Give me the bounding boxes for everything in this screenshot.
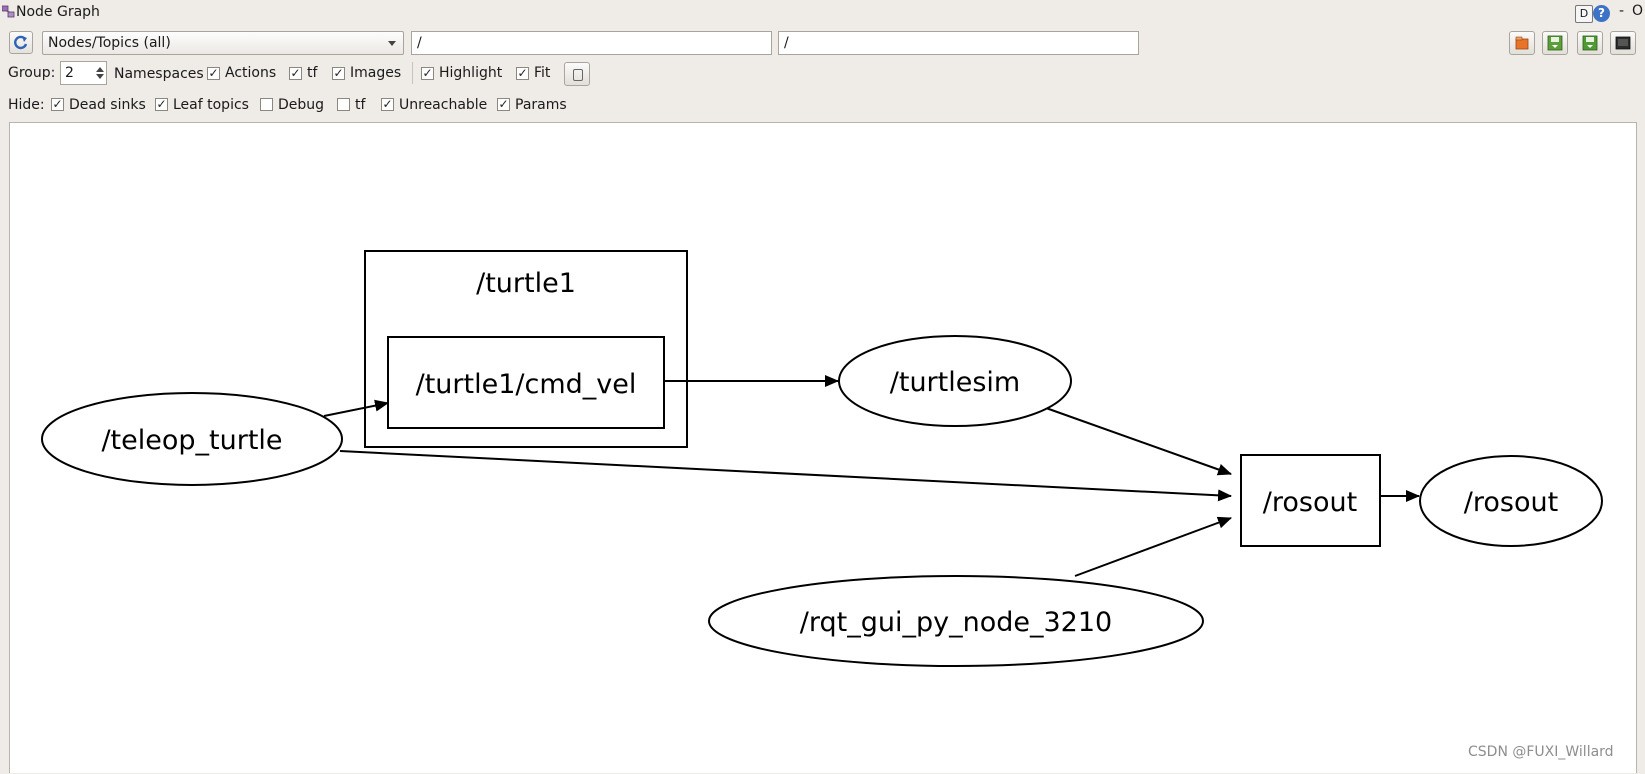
graph-type-value: Nodes/Topics (all) [48,35,171,51]
graph-canvas[interactable]: /turtle1 /turtle1/cmd_vel /rosout /teleo… [9,122,1637,773]
topic-box-cmd-vel[interactable] [387,336,665,429]
edge-teleop-to-cmd-vel [323,399,389,417]
topic-filter-input[interactable]: / [778,31,1139,55]
app-icon [2,5,15,18]
namespace-cluster-label: /turtle1 [476,268,576,299]
node-label-turtlesim: /turtlesim [890,367,1020,398]
fit-checkbox[interactable]: ✓ [516,66,529,80]
fit-view-icon [573,69,583,81]
dead-sinks-checkbox[interactable]: ✓ [51,97,64,111]
params-checkbox[interactable]: ✓ [497,97,510,111]
spin-up-icon[interactable] [96,67,104,72]
save-svg-icon [1582,35,1598,51]
hide-tf-checkbox[interactable] [337,98,350,111]
node-ellipse-rqt-gui[interactable] [708,575,1204,667]
edge-turtlesim-to-rosout-topic [1045,407,1232,476]
highlight-checkbox[interactable]: ✓ [421,66,434,80]
leaf-topics-label: Leaf topics [173,97,249,113]
close-button[interactable]: O [1632,3,1644,19]
fit-label: Fit [534,65,551,81]
params-label: Params [515,97,567,113]
window-title: Node Graph [16,4,100,20]
minimize-button[interactable]: - [1619,3,1625,19]
tf-checkbox[interactable]: ✓ [289,66,302,80]
save-image-icon [1615,36,1631,50]
topic-label-rosout: /rosout [1263,487,1357,518]
refresh-button[interactable] [9,31,33,54]
chevron-down-icon [388,41,396,46]
namespace-cluster-box [364,250,688,448]
node-ellipse-turtlesim[interactable] [838,335,1072,427]
node-label-rosout: /rosout [1464,487,1558,518]
toolbar-separator [412,62,413,84]
dead-sinks-label: Dead sinks [69,97,146,113]
debug-label: Debug [278,97,325,113]
spin-down-icon[interactable] [96,74,104,79]
topic-label-cmd-vel: /turtle1/cmd_vel [416,369,637,400]
edge-rqt-to-rosout-topic [1074,516,1232,577]
images-checkbox[interactable]: ✓ [332,66,345,80]
watermark: CSDN @FUXI_Willard [1468,744,1614,760]
edge-teleop-to-rosout-topic [339,450,1232,502]
unreachable-label: Unreachable [399,97,488,113]
node-ellipse-rosout[interactable] [1419,455,1603,547]
node-filter-input[interactable]: / [411,31,772,55]
hide-label: Hide: [8,97,45,113]
save-image-button[interactable] [1610,31,1636,55]
graph-svg: /turtle1 /turtle1/cmd_vel /rosout /teleo… [41,250,1603,667]
group-label: Group: [8,65,56,81]
load-dot-button[interactable] [1509,31,1535,55]
hide-tf-label: tf [355,97,366,113]
debug-checkbox[interactable] [260,98,273,111]
title-bar: Node Graph D ? - O [0,0,1645,26]
node-ellipse-teleop-turtle[interactable] [41,392,343,486]
node-label-teleop-turtle: /teleop_turtle [101,425,282,456]
node-label-rqt-gui: /rqt_gui_py_node_3210 [800,607,1112,638]
leaf-topics-checkbox[interactable]: ✓ [155,97,168,111]
fit-in-view-button[interactable] [564,62,590,86]
namespaces-label: Namespaces [114,66,204,82]
save-dot-icon [1547,35,1563,51]
refresh-icon [14,35,28,50]
help-icon[interactable]: ? [1593,5,1610,22]
save-svg-button[interactable] [1577,31,1603,55]
save-dot-button[interactable] [1542,31,1568,55]
actions-checkbox[interactable]: ✓ [207,66,220,80]
highlight-label: Highlight [439,65,503,81]
open-file-icon [1515,36,1529,50]
group-spinbox[interactable]: 2 [60,61,107,85]
unreachable-checkbox[interactable]: ✓ [381,97,394,111]
images-label: Images [350,65,402,81]
graph-type-combo[interactable]: Nodes/Topics (all) [42,31,404,55]
tf-label: tf [307,65,318,81]
group-value: 2 [65,65,74,81]
help-d-button[interactable]: D [1575,5,1593,23]
topic-box-rosout[interactable] [1240,454,1381,547]
actions-label: Actions [225,65,277,81]
